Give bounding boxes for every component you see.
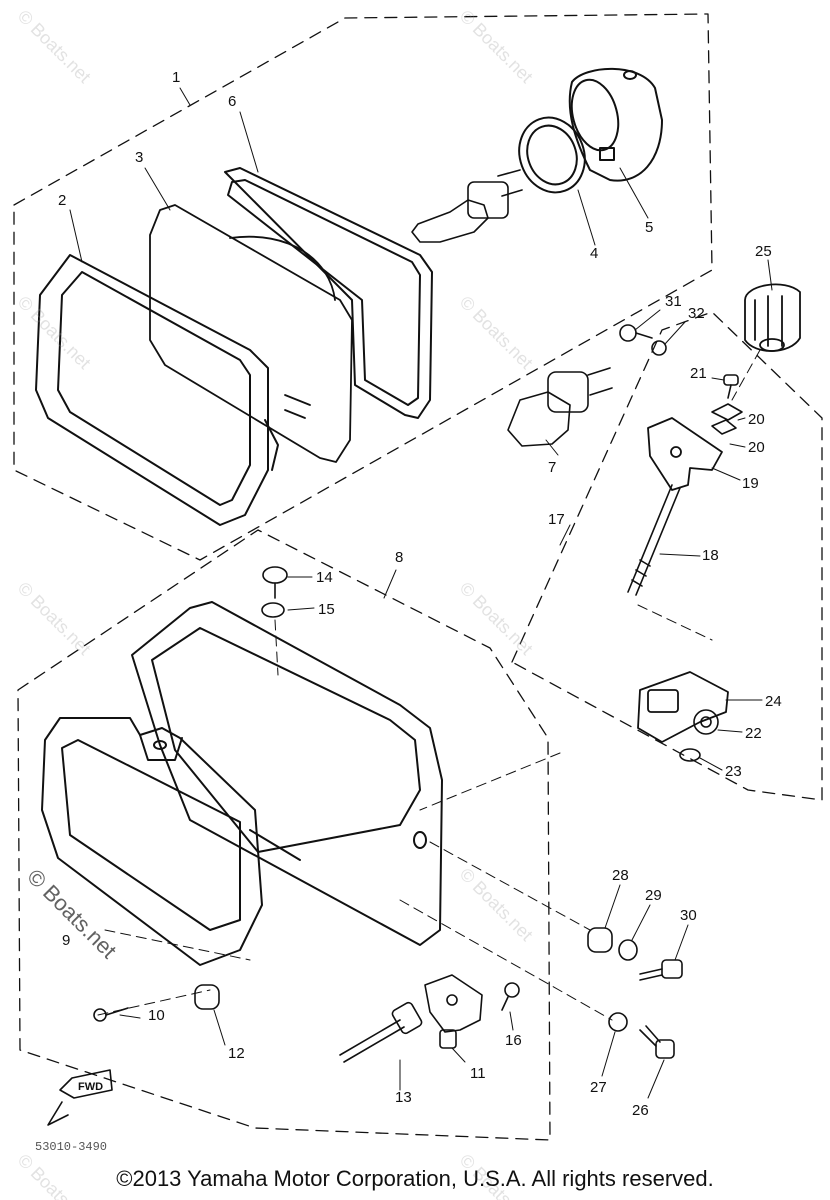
gasket xyxy=(224,167,433,419)
part-number: 12 xyxy=(228,1045,245,1062)
washer-32 xyxy=(651,340,667,356)
adjuster-screw xyxy=(627,484,681,596)
part-number: 11 xyxy=(470,1065,486,1082)
part-number: 7 xyxy=(548,459,556,476)
bracket-assembly-outline xyxy=(511,311,823,801)
part-number: 32 xyxy=(688,305,705,322)
part-number: 13 xyxy=(395,1089,412,1106)
screw-31 xyxy=(619,324,653,342)
bulb-cover xyxy=(568,67,663,182)
position-bulb xyxy=(507,367,613,447)
part-number: 16 xyxy=(505,1032,522,1049)
part-number: 19 xyxy=(742,475,759,492)
fwd-label: FWD xyxy=(78,1081,103,1093)
callout-leaders xyxy=(69,87,773,1099)
part-number: 4 xyxy=(590,245,598,262)
adjust-bracket xyxy=(647,417,723,491)
washer-15 xyxy=(261,602,285,618)
part-number: 29 xyxy=(645,887,662,904)
part-number: 26 xyxy=(632,1102,649,1119)
part-number: 8 xyxy=(395,549,403,566)
collar-28 xyxy=(587,927,613,953)
drawing-code: 53010-3490 xyxy=(35,1140,107,1154)
part-number: 31 xyxy=(665,293,682,310)
headlight-case xyxy=(131,601,443,946)
part-number: 15 xyxy=(318,601,335,618)
headlight-bezel xyxy=(41,717,263,966)
nut-plate-11 xyxy=(424,974,483,1049)
headlight-assembly-outline xyxy=(13,13,713,561)
part-number: 20 xyxy=(748,439,765,456)
part-number: 10 xyxy=(148,1007,165,1024)
part-number: 17 xyxy=(548,511,565,528)
retainer-ring xyxy=(518,116,586,194)
copyright-notice: ©2013 Yamaha Motor Corporation, U.S.A. A… xyxy=(116,1166,714,1191)
collar-12 xyxy=(194,984,220,1010)
bolt-30 xyxy=(639,959,683,981)
part-numbers: 1 2 3 4 5 6 7 8 9 10 11 12 13 14 15 16 1… xyxy=(58,69,782,1119)
part-number: 24 xyxy=(765,693,782,710)
part-number: 1 xyxy=(172,69,180,86)
part-number: 3 xyxy=(135,149,143,166)
fwd-arrow: FWD xyxy=(47,1069,113,1126)
bolt-26 xyxy=(639,1025,675,1059)
part-number: 2 xyxy=(58,192,66,209)
group-outlines xyxy=(13,13,823,1141)
screw-16 xyxy=(501,982,520,1011)
case-assembly-outline xyxy=(17,529,551,1141)
screw-10 xyxy=(93,1007,129,1022)
washer-29 xyxy=(618,939,638,961)
mount-bolt-13 xyxy=(339,1001,423,1063)
washer-23 xyxy=(679,748,701,762)
screw-14 xyxy=(262,566,288,599)
washer-27 xyxy=(608,1012,628,1032)
part-number: 23 xyxy=(725,763,742,780)
part-number: 25 xyxy=(755,243,772,260)
headlight-bulb xyxy=(411,169,523,243)
part-number: 14 xyxy=(316,569,333,586)
headlight-rim xyxy=(35,254,279,526)
nut-20a xyxy=(711,403,743,421)
part-number: 21 xyxy=(690,365,707,382)
part-number: 20 xyxy=(748,411,765,428)
leader-lines xyxy=(97,349,761,1021)
part-number: 9 xyxy=(62,932,70,949)
nut-20b xyxy=(711,419,737,435)
adjuster-knob xyxy=(744,283,801,352)
screw-21 xyxy=(723,374,739,399)
part-number: 5 xyxy=(645,219,653,236)
part-number: 27 xyxy=(590,1079,607,1096)
mount-bracket xyxy=(637,671,729,743)
grommet-22 xyxy=(693,709,719,735)
part-number: 28 xyxy=(612,867,629,884)
part-number: 6 xyxy=(228,93,236,110)
part-number: 30 xyxy=(680,907,697,924)
part-number: 18 xyxy=(702,547,719,564)
part-number: 22 xyxy=(745,725,762,742)
